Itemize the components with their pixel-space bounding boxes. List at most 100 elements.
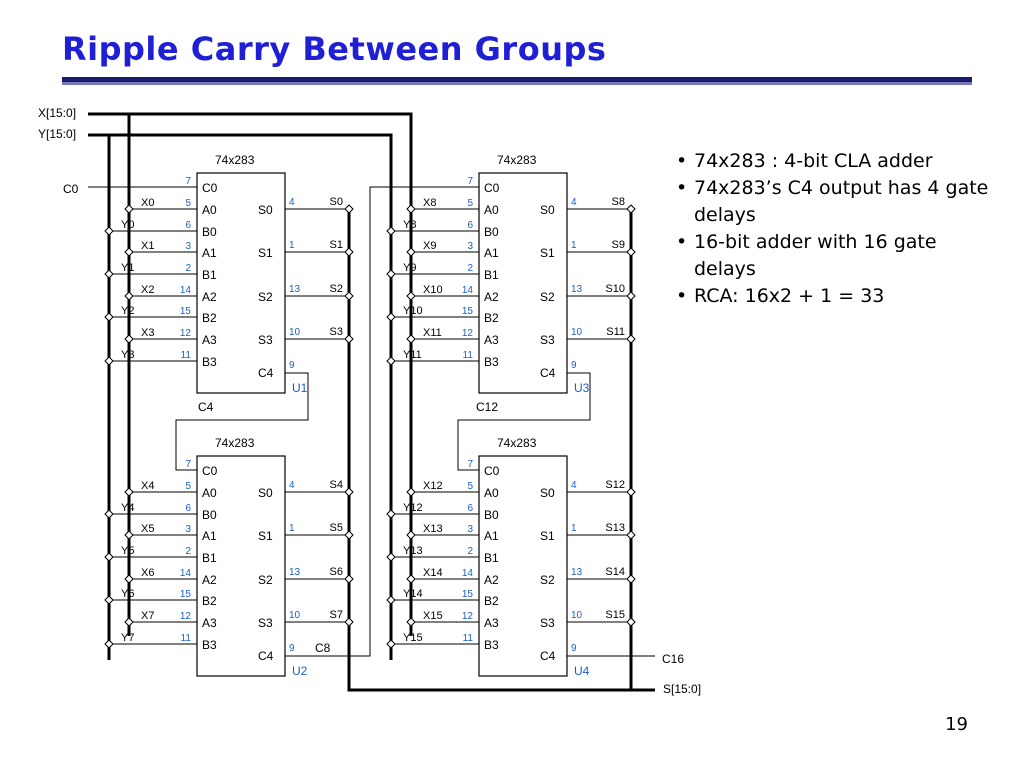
bus-label-s: S[15:0] [663,682,701,696]
input-signal-x7: X7 [141,610,154,622]
input-signal-x3: X3 [141,327,154,339]
pin-number: 7 [185,459,191,470]
bullet-item: 16-bit adder with 16 gate delays [676,229,996,283]
bus-tap-diamond [406,487,416,497]
pin-number: 12 [462,328,474,339]
bus-tap-diamond [124,204,134,214]
bus-tap-diamond [626,247,636,257]
pin-number: 14 [180,568,192,579]
bus-tap-diamond [386,356,396,366]
input-signal-x8: X8 [423,197,436,209]
chip-input-pin-a2: A2 [484,573,499,587]
chip-input-pin-c0: C0 [484,181,500,195]
pin-number: 11 [181,633,192,644]
input-signal-y5: Y5 [121,545,134,557]
pin-number: 6 [467,220,473,231]
chip-output-pin-s2: S2 [540,290,555,304]
carry-in-label: C0 [63,182,79,196]
pin-number: 11 [463,350,474,361]
input-signal-x1: X1 [141,240,154,252]
pin-number: 12 [180,611,192,622]
chip-u1 [196,172,286,394]
bus-tap-diamond [104,312,114,322]
chip-input-pin-a2: A2 [202,573,217,587]
chip-input-pin-a0: A0 [202,203,217,217]
pin-number: 3 [185,241,191,252]
input-signal-x13: X13 [423,523,443,535]
chip-u4 [478,455,568,677]
bus-tap-diamond [386,595,396,605]
bus-tap-diamond [406,291,416,301]
bus-tap-diamond [104,269,114,279]
bus-tap-diamond [626,574,636,584]
chip-u2 [196,455,286,677]
chip-input-pin-b1: B1 [484,551,499,565]
chip-input-pin-a1: A1 [484,529,499,543]
chip-input-pin-a0: A0 [484,203,499,217]
pin-number: 14 [462,285,474,296]
pin-number: 7 [467,176,473,187]
input-signal-x0: X0 [141,197,154,209]
chip-output-pin-s1: S1 [258,529,273,543]
pin-number: 15 [180,589,192,600]
input-signal-x12: X12 [423,480,443,492]
input-signal-x14: X14 [423,567,443,579]
chip-output-pin-s1: S1 [258,246,273,260]
slide-title: Ripple Carry Between Groups [62,30,607,68]
pin-number: 5 [185,481,191,492]
chip-output-pin-s2: S2 [258,573,273,587]
pin-number: 15 [180,306,192,317]
carry-label: C4 [198,400,214,414]
pin-number: 5 [467,481,473,492]
bus-tap-diamond [124,530,134,540]
input-signal-y7: Y7 [121,632,134,644]
pin-number: 15 [462,306,474,317]
chip-output-pin-c4: C4 [540,649,556,663]
output-signal-s0: S0 [330,196,343,208]
bus-tap-diamond [124,574,134,584]
bus-tap-diamond [344,204,354,214]
pin-number: 2 [467,263,473,274]
bus-tap-diamond [626,204,636,214]
y-bus-right [88,133,393,660]
pin-number: 6 [467,503,473,514]
pin-number: 14 [180,285,192,296]
chip-input-pin-a3: A3 [202,616,217,630]
chip-input-pin-a0: A0 [202,486,217,500]
chip-input-pin-c0: C0 [202,181,218,195]
pin-number: 6 [185,220,191,231]
pin-number: 4 [289,197,295,208]
chip-input-pin-a1: A1 [484,246,499,260]
input-signal-y9: Y9 [403,262,416,274]
output-signal-s8: S8 [612,196,625,208]
chip-input-pin-b2: B2 [202,594,217,608]
output-signal-s4: S4 [330,479,343,491]
input-signal-y13: Y13 [403,545,423,557]
input-signal-y1: Y1 [121,262,134,274]
chip-input-pin-b3: B3 [202,638,217,652]
bus-tap-diamond [344,617,354,627]
pin-number: 2 [185,263,191,274]
output-signal-s14: S14 [605,566,625,578]
bus-tap-diamond [124,617,134,627]
bus-tap-diamond [124,291,134,301]
bus-tap-diamond [104,552,114,562]
pin-number: 1 [289,523,295,534]
bus-tap-diamond [124,247,134,257]
bus-tap-diamond [344,574,354,584]
chip-output-pin-c4: C4 [258,649,274,663]
chip-input-pin-b0: B0 [484,225,499,239]
input-signal-x6: X6 [141,567,154,579]
carry-label: C8 [315,641,331,655]
chip-input-pin-b2: B2 [202,311,217,325]
chip-output-pin-c4: C4 [258,366,274,380]
title-underline-shadow [62,82,972,85]
chip-input-pin-a3: A3 [484,616,499,630]
input-signal-x9: X9 [423,240,436,252]
carry-wire-c12 [457,372,591,471]
pin-number: 9 [289,360,295,371]
pin-number: 13 [289,284,301,295]
chip-unit-label: U1 [292,381,308,395]
chip-input-pin-b3: B3 [202,355,217,369]
